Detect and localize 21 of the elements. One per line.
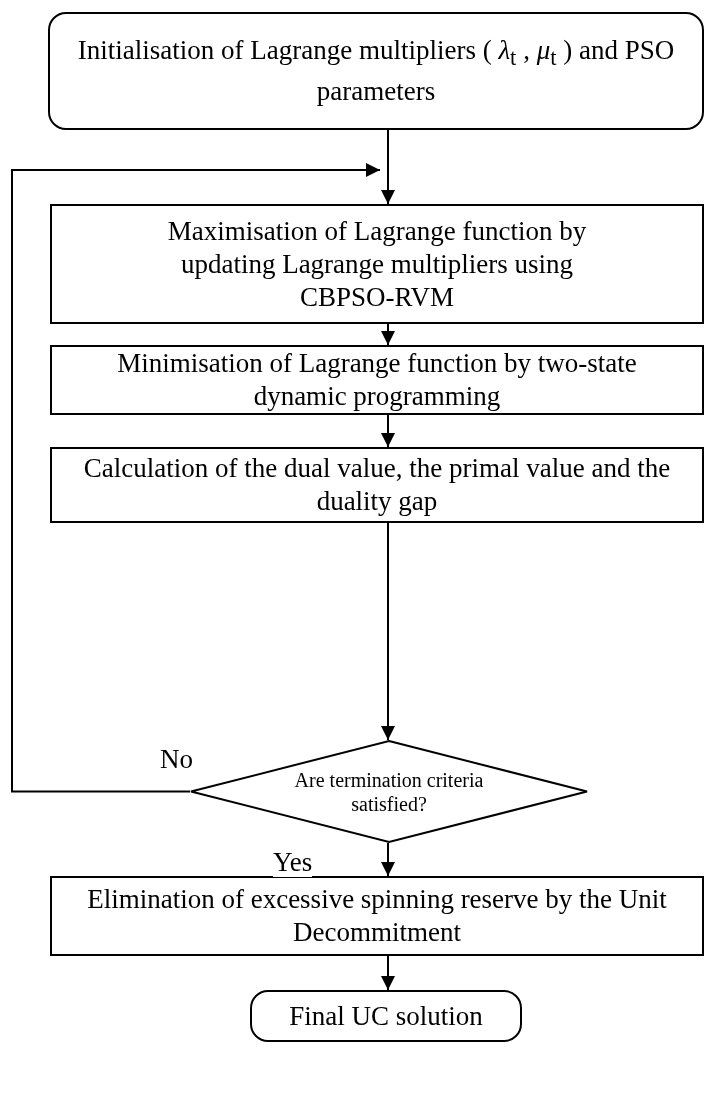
- step-text: Maximisation of Lagrange function by updating Lagrange multipliers using CBPSO-RVM: [166, 214, 588, 314]
- step-text: Calculation of the dual value, the primal value and the duality gap: [82, 452, 672, 518]
- process-box: [50, 876, 704, 956]
- step-text: Final UC solution: [289, 999, 483, 1033]
- start-box: [48, 12, 704, 130]
- end-box: [250, 990, 522, 1042]
- arrow: [381, 414, 395, 448]
- arrow: [381, 955, 395, 991]
- step-text: Initialisation of Lagrange multipliers ( λ$_{t}$ , μ$_{t}$ ) and PSO parameters: [76, 34, 676, 108]
- decision-diamond: [190, 740, 588, 843]
- feedback-arrow: [11, 163, 381, 793]
- process-box: [50, 345, 704, 415]
- process-box: [50, 447, 704, 523]
- process-box: [50, 204, 704, 324]
- arrow: [381, 129, 395, 205]
- step-text: Elimination of excessive spinning reserve by the Unit Decommitment: [86, 883, 668, 949]
- step-text: Minimisation of Lagrange function by two-state dynamic programming: [116, 347, 638, 413]
- arrow: [381, 522, 395, 741]
- decision-text: Are termination criteria satisfied?: [293, 767, 485, 816]
- arrow: [381, 842, 395, 877]
- arrow: [381, 323, 395, 346]
